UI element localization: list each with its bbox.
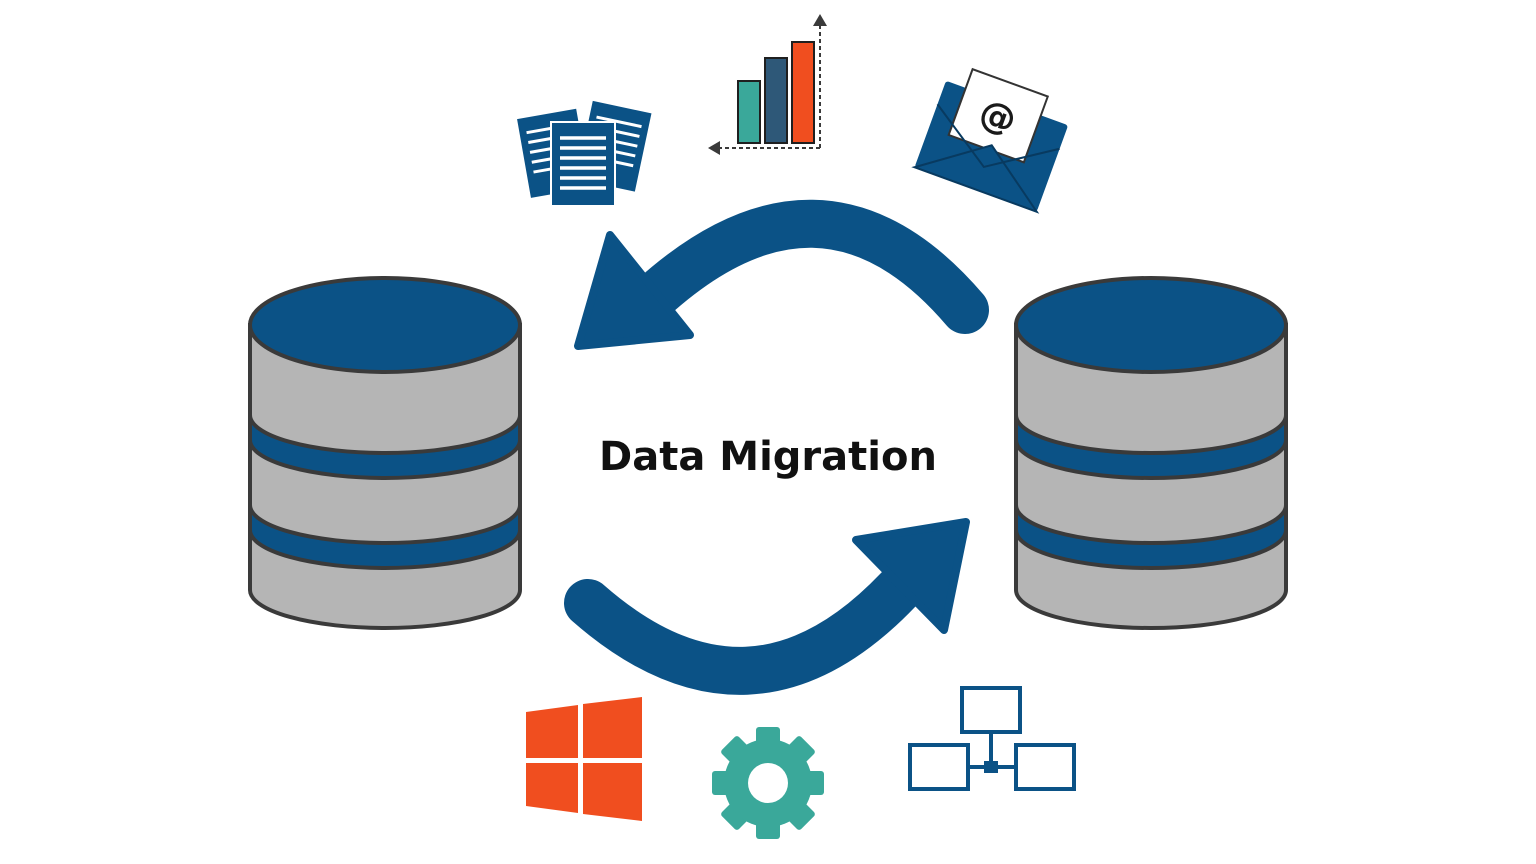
target-database-icon [1014, 276, 1288, 630]
network-diagram-icon [908, 686, 1076, 791]
documents-icon [514, 98, 654, 207]
arrow-right-to-left [574, 199, 989, 350]
bar-chart-icon [708, 14, 827, 155]
gear-icon [712, 727, 824, 839]
email-icon: @ [911, 67, 1068, 214]
diagram-title: Data Migration [599, 434, 937, 480]
source-database-icon [248, 276, 522, 630]
arrow-left-to-right [564, 518, 970, 695]
windows-logo-icon [526, 697, 642, 821]
